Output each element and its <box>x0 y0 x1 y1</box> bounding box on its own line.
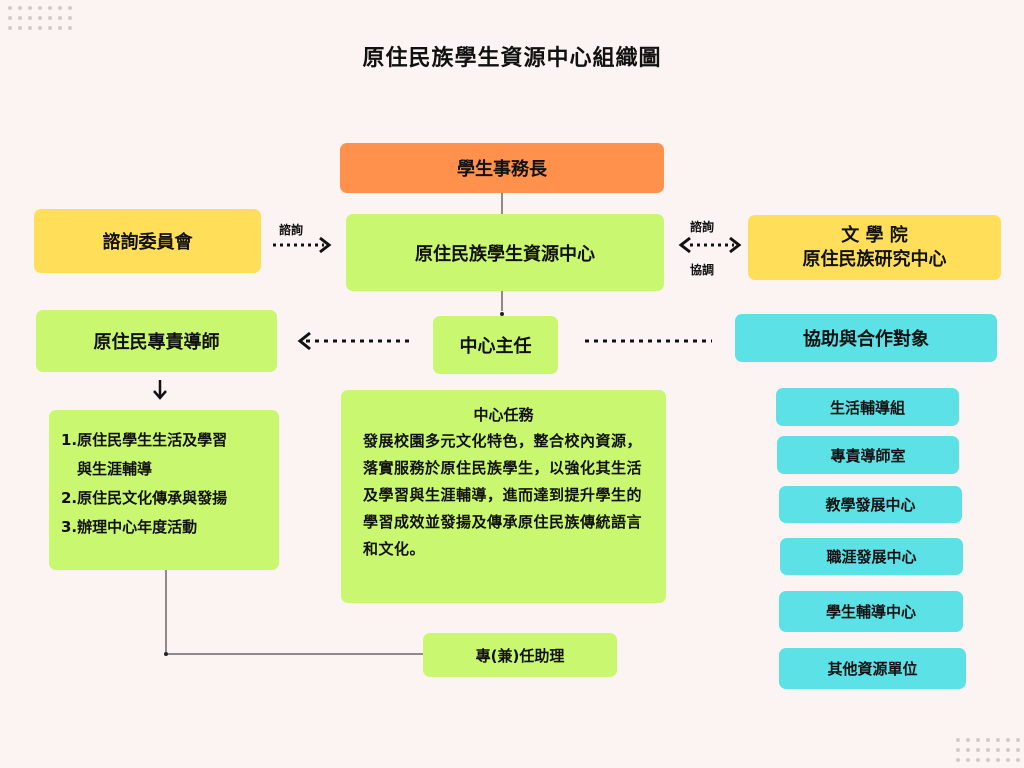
partner-unit-label: 職涯發展中心 <box>826 548 917 566</box>
node-college-label-line2: 原住民族研究中心 <box>802 248 947 270</box>
mentor-duty-item: 與生涯輔導 <box>77 460 153 478</box>
node-partners: 協助與合作對象 <box>735 314 997 362</box>
node-dean: 學生事務長 <box>340 143 664 193</box>
node-college-label-line1: 文 學 院 <box>841 224 908 246</box>
partner-unit-label: 生活輔導組 <box>829 398 905 417</box>
mission-heading: 中心任務 <box>473 406 534 424</box>
mentor-duty-item: 3.辦理中心年度活動 <box>61 518 198 536</box>
page-title: 原住民族學生資源中心組織圖 <box>362 46 662 71</box>
mentor-duties-box: 1.原住民學生生活及學習 與生涯輔導 2.原住民文化傳承與發揚 3.辦理中心年度… <box>49 410 279 570</box>
node-assistant: 專(兼)任助理 <box>423 633 617 677</box>
decorative-dots-top-left <box>8 6 72 30</box>
mission-text: 發展校園多元文化特色，整合校內資源，落實服務於原住民族學生，以強化其生活及學習與… <box>363 432 643 558</box>
partner-unit: 職涯發展中心 <box>780 538 963 575</box>
partner-unit-label: 專責導師室 <box>830 446 906 465</box>
node-director-label: 中心主任 <box>459 336 532 357</box>
node-assistant-label: 專(兼)任助理 <box>475 646 565 665</box>
mentor-duties-list: 1.原住民學生生活及學習 與生涯輔導 2.原住民文化傳承與發揚 3.辦理中心年度… <box>61 426 227 542</box>
node-dean-label: 學生事務長 <box>457 159 547 180</box>
edge-label-consult-right: 諮詢 <box>690 220 715 234</box>
partner-unit: 教學發展中心 <box>779 486 962 523</box>
node-advisory-label: 諮詢委員會 <box>102 232 193 253</box>
partner-unit-label: 學生輔導中心 <box>825 603 916 621</box>
partner-unit-label: 教學發展中心 <box>825 496 916 514</box>
partner-unit: 其他資源單位 <box>779 648 966 689</box>
mentor-duty-item: 1.原住民學生生活及學習 <box>61 431 228 449</box>
edge-label-consult-left: 諮詢 <box>279 223 304 237</box>
node-mentor: 原住民專責導師 <box>36 310 277 372</box>
node-director: 中心主任 <box>433 316 558 374</box>
node-college: 文 學 院 原住民族研究中心 <box>748 215 1001 280</box>
mentor-duty-item: 2.原住民文化傳承與發揚 <box>61 489 228 507</box>
partner-unit: 生活輔導組 <box>776 388 959 426</box>
partner-unit: 學生輔導中心 <box>779 591 963 632</box>
node-mentor-label: 原住民專責導師 <box>93 332 220 353</box>
node-advisory: 諮詢委員會 <box>34 209 261 273</box>
mission-box: 中心任務 發展校園多元文化特色，整合校內資源，落實服務於原住民族學生，以強化其生… <box>341 390 666 603</box>
node-center-label: 原住民族學生資源中心 <box>415 243 595 265</box>
partner-unit: 專責導師室 <box>777 436 959 474</box>
decorative-dots-bottom-right <box>956 738 1020 762</box>
partner-unit-label: 其他資源單位 <box>827 660 918 678</box>
node-partners-label: 協助與合作對象 <box>803 329 929 350</box>
node-center: 原住民族學生資源中心 <box>346 214 664 291</box>
edge-label-coordinate-right: 協調 <box>690 263 715 277</box>
